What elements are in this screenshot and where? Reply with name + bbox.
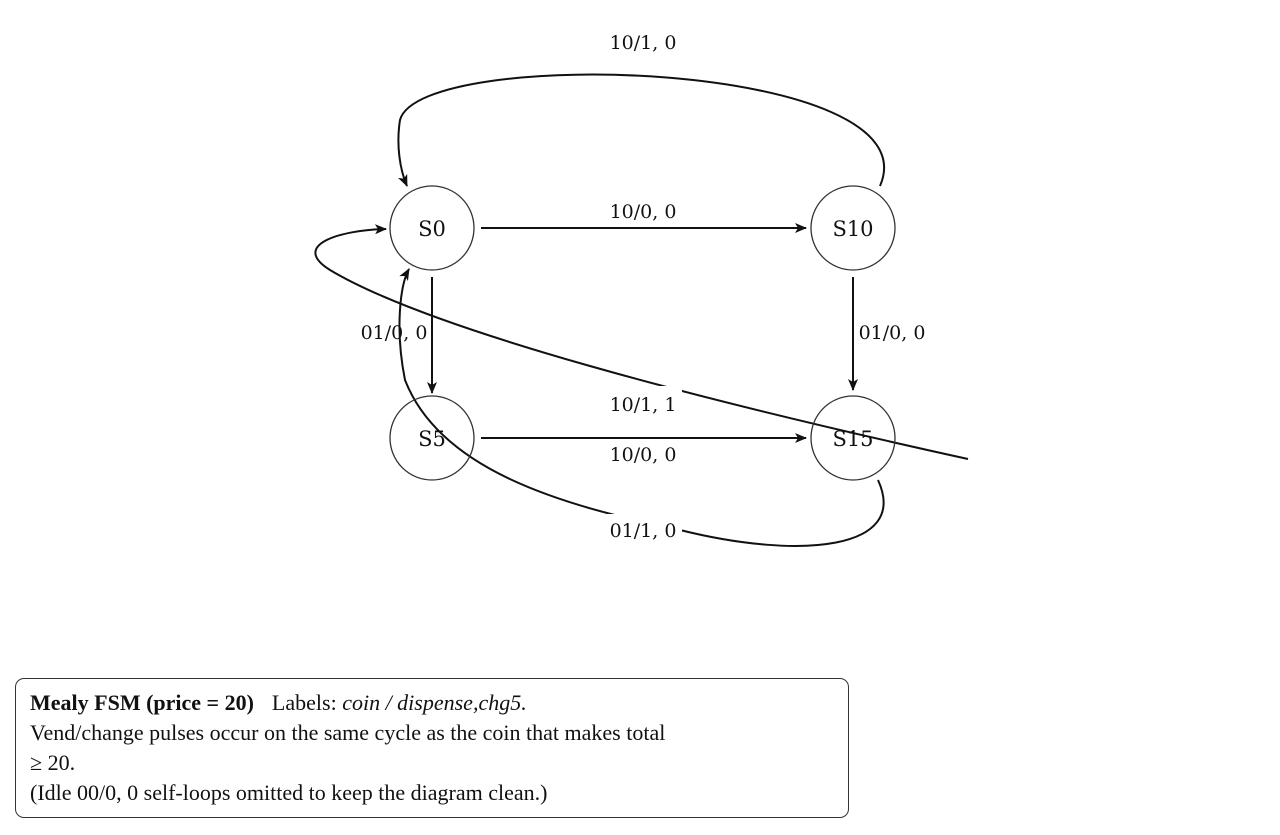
label-s15-to-s0-bottom: 01/1, 0: [610, 520, 677, 542]
label-s15-to-s0-long: 10/1, 1: [610, 394, 677, 416]
label-s5-to-s15: 10/0, 0: [610, 444, 677, 466]
edge-s10-to-s0-top: [397, 73, 885, 187]
state-label-s5: S5: [418, 427, 446, 451]
edge-s15-to-s0-long: [314, 224, 969, 460]
caption-line-2: Vend/change pulses occur on the same cyc…: [30, 720, 666, 745]
label-s10-to-s15: 01/0, 0: [859, 322, 926, 344]
caption-labels-format: coin / dispense,chg5.: [342, 690, 527, 715]
state-s10: S10: [810, 185, 896, 271]
caption-title: Mealy FSM (price = 20): [30, 690, 254, 715]
edge-s15-to-s0-bottom: [398, 268, 885, 547]
caption-labels-prefix: Labels:: [271, 690, 337, 715]
caption-line-3: ≥ 20.: [30, 750, 76, 775]
state-s15: S15: [810, 395, 896, 481]
caption-box: Mealy FSM (price = 20) Labels: coin / dis…: [15, 678, 849, 818]
state-s5: S5: [389, 395, 475, 481]
caption-line-1: Mealy FSM (price = 20) Labels: coin / dis…: [30, 688, 834, 718]
label-s0-to-s10: 10/0, 0: [610, 201, 677, 223]
state-label-s0: S0: [418, 217, 446, 241]
caption-line-4: (Idle 00/0, 0 self-loops omitted to keep…: [30, 780, 548, 805]
state-s0: S0: [389, 185, 475, 271]
state-label-s10: S10: [832, 217, 873, 241]
label-s0-to-s5: 01/0, 0: [361, 322, 428, 344]
state-label-s15: S15: [832, 427, 873, 451]
label-s10-to-s0-top: 10/1, 0: [610, 32, 677, 54]
